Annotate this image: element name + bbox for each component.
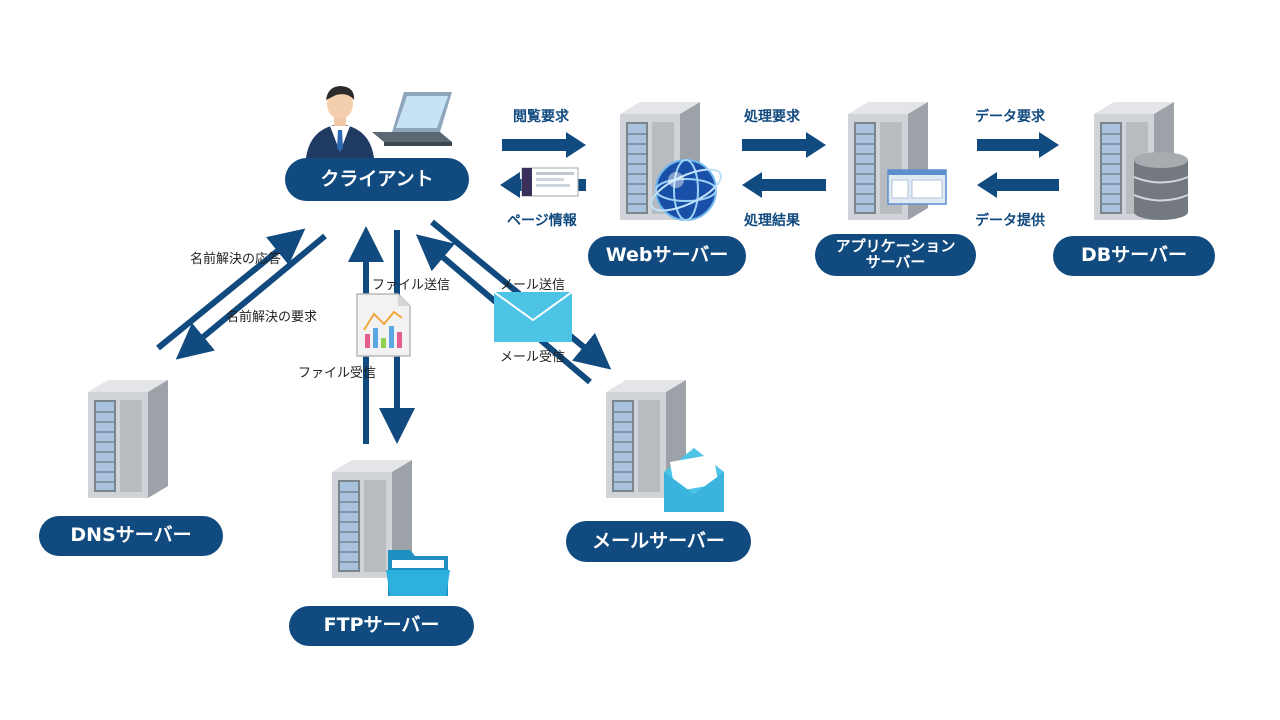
app-window-icon	[887, 169, 947, 205]
dns-server-icon	[87, 379, 169, 499]
edge-label-browse-request: 閲覧要求	[513, 109, 569, 125]
edge-label-dns-answer: 名前解決の応答	[190, 252, 282, 267]
app-server-label-line2: サーバー	[865, 253, 926, 271]
edge-label-process-result: 処理結果	[744, 213, 800, 229]
edge-label-file-receive: ファイル受信	[298, 366, 377, 381]
edge-label-file-send: ファイル送信	[372, 278, 451, 293]
app-server-label-line1: アプリケーション	[835, 237, 956, 256]
file-document-icon	[356, 293, 411, 357]
edge-label-dns-request: 名前解決の要求	[226, 310, 318, 325]
web-server-label: Webサーバー	[588, 236, 746, 276]
db-server-label: DBサーバー	[1053, 236, 1215, 276]
app-server-label: アプリケーション サーバー	[815, 234, 976, 276]
client-label: クライアント	[285, 158, 469, 201]
arrow-process-result	[742, 172, 826, 198]
edge-label-data-provide: データ提供	[975, 213, 1045, 229]
mail-envelope-icon	[664, 448, 724, 512]
edge-label-process-request: 処理要求	[744, 109, 800, 125]
arrow-data-request	[977, 132, 1059, 158]
arrow-data-provide	[977, 172, 1059, 198]
edge-label-mail-receive: メール受信	[500, 350, 566, 365]
globe-icon	[650, 159, 722, 221]
folder-icon	[386, 550, 450, 596]
laptop-icon	[372, 92, 452, 146]
edge-label-data-request: データ要求	[975, 109, 1045, 125]
web-page-thumbnail-icon	[521, 167, 579, 197]
edge-label-page-info: ページ情報	[507, 213, 577, 229]
dns-server-label: DNSサーバー	[39, 516, 223, 556]
edge-label-mail-send: メール送信	[500, 278, 566, 293]
client-person-icon	[306, 86, 374, 158]
ftp-server-label: FTPサーバー	[289, 606, 474, 646]
arrow-process-request	[742, 132, 826, 158]
mail-server-label: メールサーバー	[566, 521, 751, 562]
mail-transit-icon	[493, 291, 573, 342]
arrow-browse-request	[502, 132, 586, 158]
database-icon	[1133, 152, 1189, 220]
arrow-dns-request	[175, 233, 327, 360]
